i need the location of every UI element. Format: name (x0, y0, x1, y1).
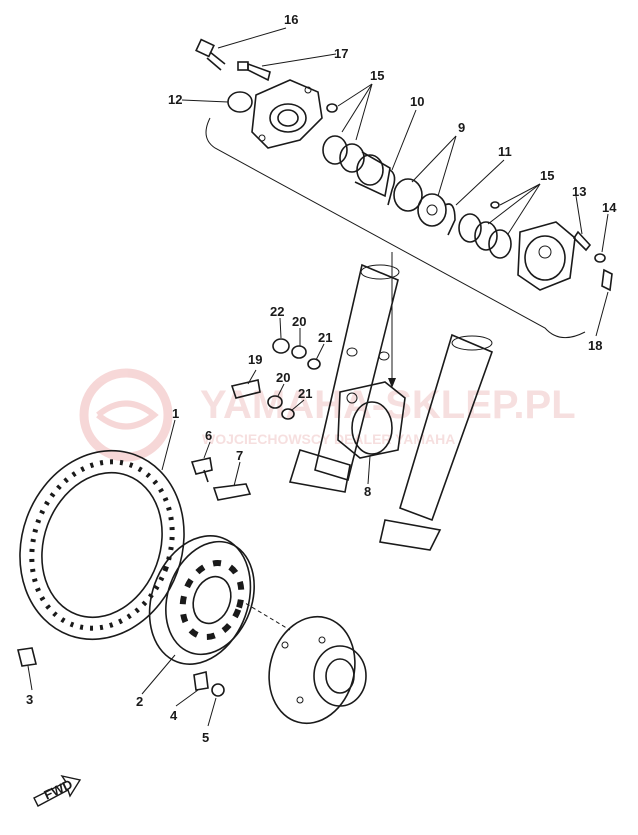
callout-15-right: 15 (540, 168, 554, 183)
callout-16: 16 (284, 12, 298, 27)
lock-plate-part-7 (212, 483, 252, 501)
cap-part-14 (594, 253, 606, 263)
o-ring-part-12 (227, 91, 253, 113)
seal-kit-right (458, 201, 512, 259)
callout-10: 10 (410, 94, 424, 109)
brake-pads-part-9 (393, 178, 456, 236)
small-nut (326, 103, 338, 113)
fwd-label: FWD (42, 776, 75, 802)
bolt-part-16 (195, 38, 226, 71)
bleed-screw-part-17 (237, 61, 271, 82)
callout-20-upper: 20 (292, 314, 306, 329)
bolt-part-18 (601, 268, 613, 292)
callout-5: 5 (202, 730, 209, 745)
lock-washer-part-4 (193, 671, 209, 691)
callout-21-lower: 21 (298, 386, 312, 401)
callout-22: 22 (270, 304, 284, 319)
callout-8: 8 (364, 484, 371, 499)
washer-part-20b (267, 395, 283, 409)
caliper-half-right (517, 221, 576, 291)
nut-part-22 (272, 338, 290, 354)
washer-part-21b (281, 408, 295, 420)
callout-20-lower: 20 (276, 370, 290, 385)
callout-3: 3 (26, 692, 33, 707)
watermark-logo (79, 368, 173, 462)
callout-13: 13 (572, 184, 586, 199)
bolt-part-3 (17, 647, 37, 667)
callout-6: 6 (205, 428, 212, 443)
callout-11: 11 (498, 144, 512, 159)
callout-2: 2 (136, 694, 143, 709)
callout-labels: 16 17 12 15 10 9 11 15 13 14 18 22 20 21… (26, 12, 617, 745)
wheel-hub (268, 615, 367, 725)
callout-21-upper: 21 (318, 330, 332, 345)
pad-pin-part-10 (387, 169, 396, 206)
disc-carrier-part-2 (148, 535, 255, 665)
caliper-group-bracket (205, 117, 586, 339)
callout-17: 17 (334, 46, 348, 61)
callout-9: 9 (458, 120, 465, 135)
callout-4: 4 (170, 708, 178, 723)
caliper-assembly-part-8 (337, 381, 406, 459)
callout-12: 12 (168, 92, 182, 107)
front-fork-left-leg (288, 263, 400, 493)
forward-direction-arrow: FWD (33, 774, 82, 807)
bleeder-part-13 (572, 230, 592, 252)
callout-7: 7 (236, 448, 243, 463)
watermark: YAMAHA-SKLEP.PL WOJCIECHOWSCY DEALER YAM… (79, 368, 576, 462)
washer-part-21a (307, 358, 321, 370)
callout-19: 19 (248, 352, 262, 367)
leader-lines (27, 27, 609, 727)
caliper-half-left (251, 79, 323, 149)
front-fork-right-leg (379, 333, 494, 551)
seal-kit-left (322, 135, 391, 198)
bolt-part-6 (190, 457, 213, 483)
callout-15-left: 15 (370, 68, 384, 83)
watermark-brand: YAMAHA-SKLEP.PL (200, 383, 576, 427)
brake-disc-part-1 (19, 449, 185, 641)
callout-18: 18 (588, 338, 602, 353)
callout-14: 14 (602, 200, 617, 215)
watermark-subtitle: WOJCIECHOWSCY DEALER YAMAHA (202, 431, 455, 447)
callout-1: 1 (172, 406, 179, 421)
washer-part-20a (291, 345, 307, 359)
nut-part-5 (211, 683, 225, 697)
